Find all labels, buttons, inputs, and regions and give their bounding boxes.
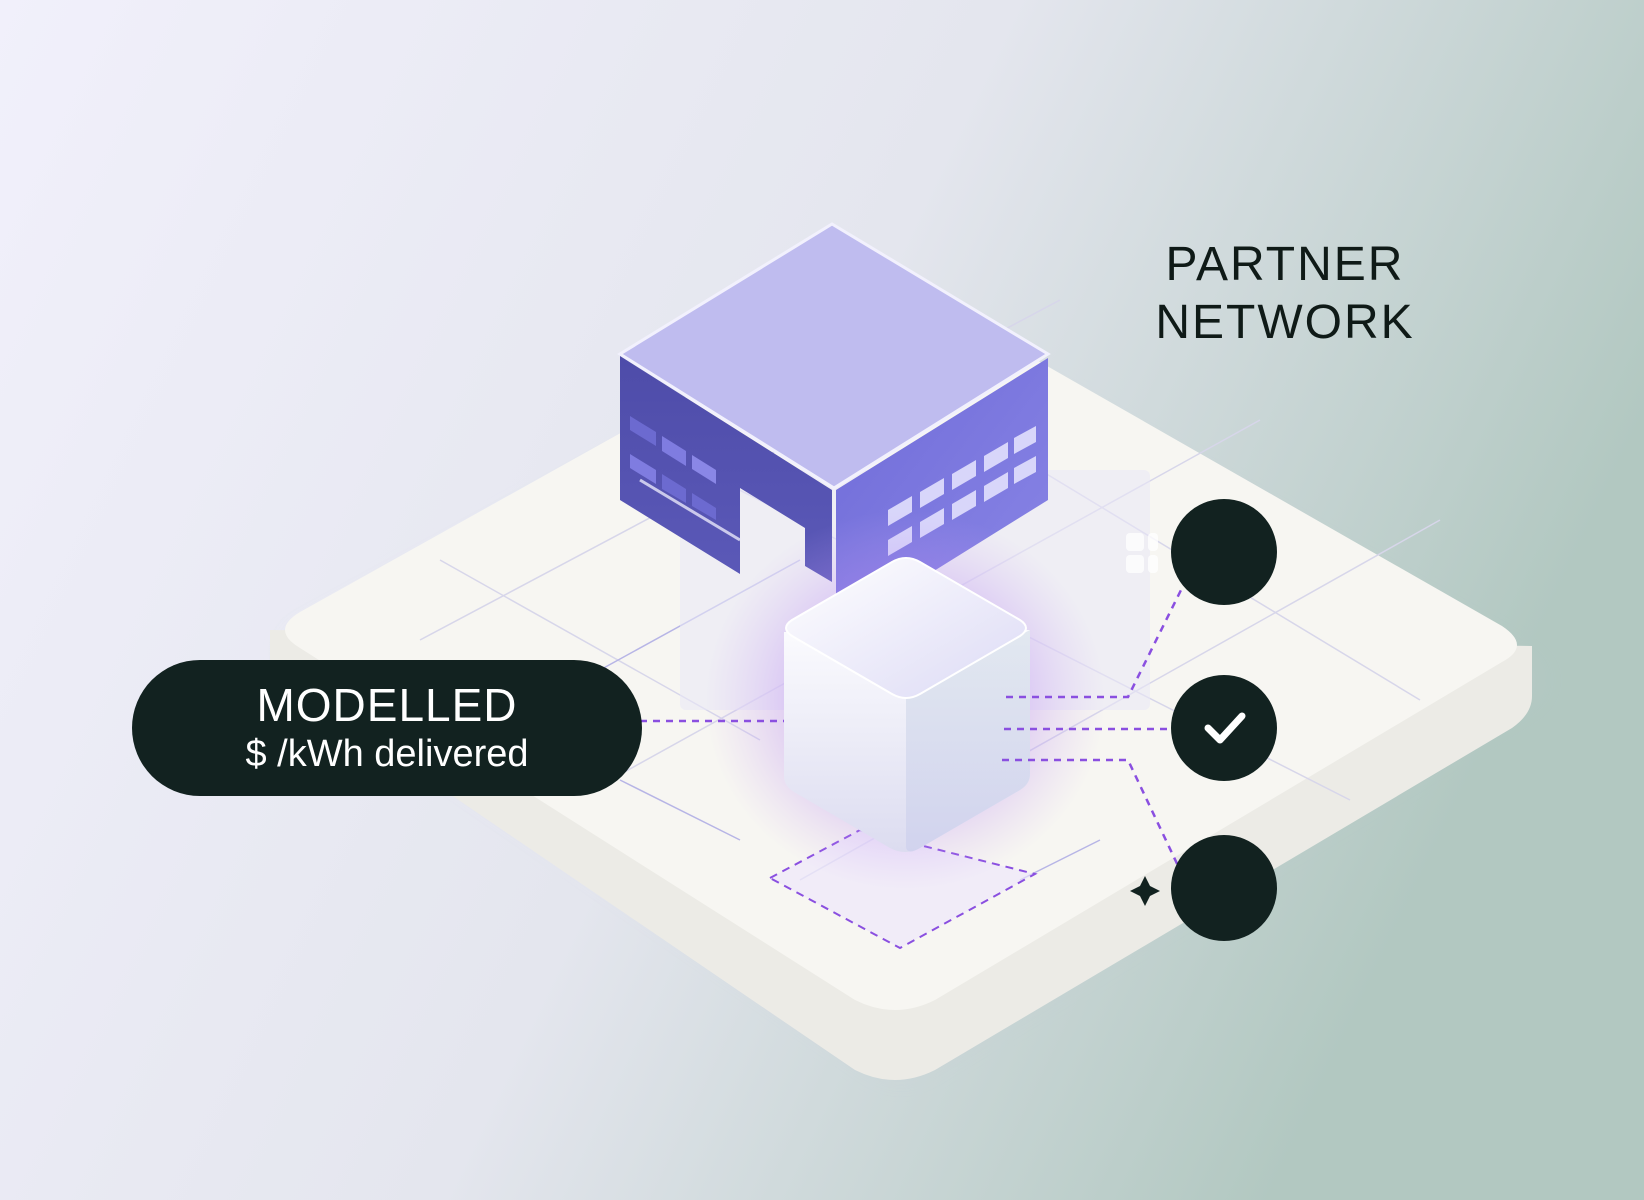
central-cube — [784, 557, 1030, 852]
modelled-metric-pill: MODELLED $ /kWh delivered — [132, 660, 642, 796]
check-icon — [1204, 712, 1246, 744]
cube-top — [785, 557, 1027, 699]
pill-subtitle: $ /kWh delivered — [245, 733, 529, 775]
partner-node-3 — [1171, 835, 1277, 941]
partner-node-2 — [1171, 675, 1277, 781]
partner-network-title-line1: PARTNER — [1165, 238, 1405, 291]
sparkle-icon — [1130, 876, 1160, 906]
cube-right-face — [906, 630, 1030, 852]
building — [617, 222, 1051, 632]
building-left-wall — [620, 356, 832, 582]
ghost-tiles — [1126, 533, 1158, 573]
partner-network-title: PARTNER NETWORK — [1120, 236, 1450, 352]
pill-title: MODELLED — [256, 679, 518, 731]
partner-network-title-line2: NETWORK — [1155, 296, 1415, 349]
building-roof — [617, 222, 1051, 490]
building-left-windows — [630, 416, 716, 520]
partner-node-1 — [1171, 499, 1277, 605]
node-connectors — [1002, 587, 1184, 871]
